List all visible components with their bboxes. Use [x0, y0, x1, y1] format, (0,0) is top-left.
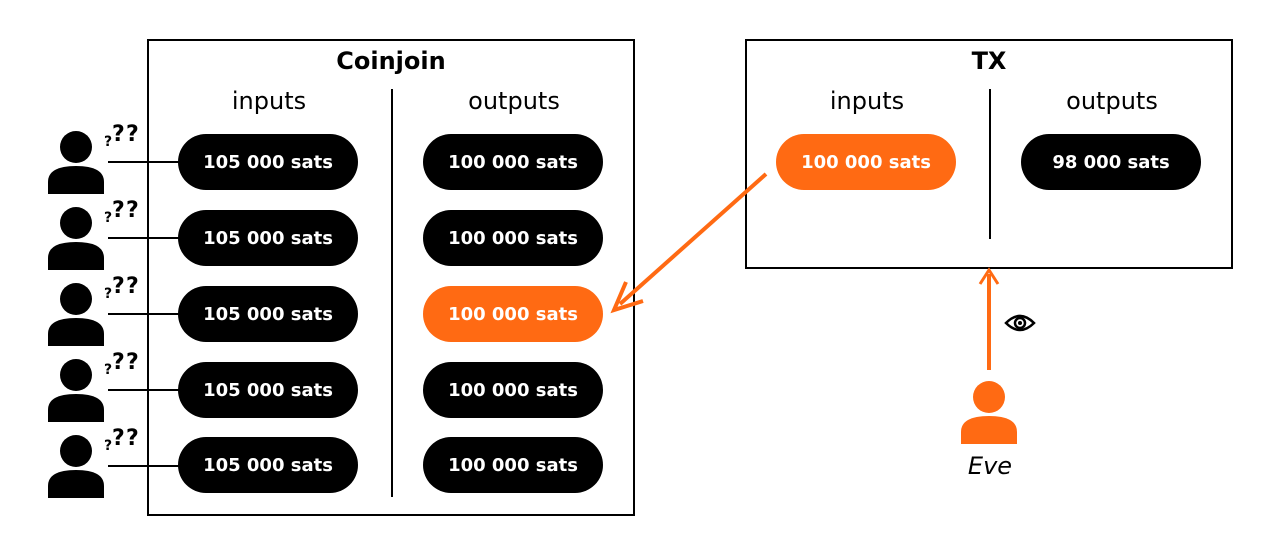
coinjoin-input-pill-2: 105 000 sats — [178, 210, 358, 266]
coinjoin-input-pill-1: 105 000 sats — [178, 134, 358, 190]
user-icon-3 — [46, 282, 106, 346]
tx-divider — [989, 89, 991, 239]
question-marks-2: ??? — [104, 198, 139, 226]
coinjoin-output-pill-2: 100 000 sats — [423, 210, 603, 266]
coinjoin-output-pill-5: 100 000 sats — [423, 437, 603, 493]
user-icon-5 — [46, 434, 106, 498]
connector-line-2 — [108, 237, 180, 239]
eve-label: Eve — [967, 452, 1013, 480]
connector-line-5 — [108, 465, 180, 467]
tx-input-pill: 100 000 sats — [776, 134, 956, 190]
coinjoin-title: Coinjoin — [336, 47, 446, 75]
coinjoin-input-pill-3: 105 000 sats — [178, 286, 358, 342]
tx-title: TX — [971, 47, 1007, 75]
coinjoin-divider — [391, 89, 393, 497]
tx-output-pill: 98 000 sats — [1021, 134, 1201, 190]
connector-line-3 — [108, 313, 180, 315]
eye-icon — [1004, 312, 1036, 334]
coinjoin-inputs-label: inputs — [231, 87, 307, 115]
link-arrow — [610, 172, 768, 314]
coinjoin-output-pill-1: 100 000 sats — [423, 134, 603, 190]
question-marks-5: ??? — [104, 426, 139, 454]
eve-user-icon — [959, 380, 1019, 444]
user-icon-2 — [46, 206, 106, 270]
coinjoin-output-pill-4: 100 000 sats — [423, 362, 603, 418]
question-marks-3: ??? — [104, 274, 139, 302]
tx-inputs-label: inputs — [829, 87, 905, 115]
tx-outputs-label: outputs — [1066, 87, 1158, 115]
coinjoin-input-pill-5: 105 000 sats — [178, 437, 358, 493]
observation-arrow — [978, 267, 1000, 370]
question-marks-4: ??? — [104, 350, 139, 378]
user-icon-4 — [46, 358, 106, 422]
connector-line-1 — [108, 161, 180, 163]
coinjoin-box: Coinjoin inputs outputs — [147, 39, 635, 516]
coinjoin-input-pill-4: 105 000 sats — [178, 362, 358, 418]
coinjoin-outputs-label: outputs — [468, 87, 560, 115]
question-marks-1: ??? — [104, 122, 139, 150]
user-icon-1 — [46, 130, 106, 194]
connector-line-4 — [108, 389, 180, 391]
coinjoin-output-pill-3-highlighted: 100 000 sats — [423, 286, 603, 342]
